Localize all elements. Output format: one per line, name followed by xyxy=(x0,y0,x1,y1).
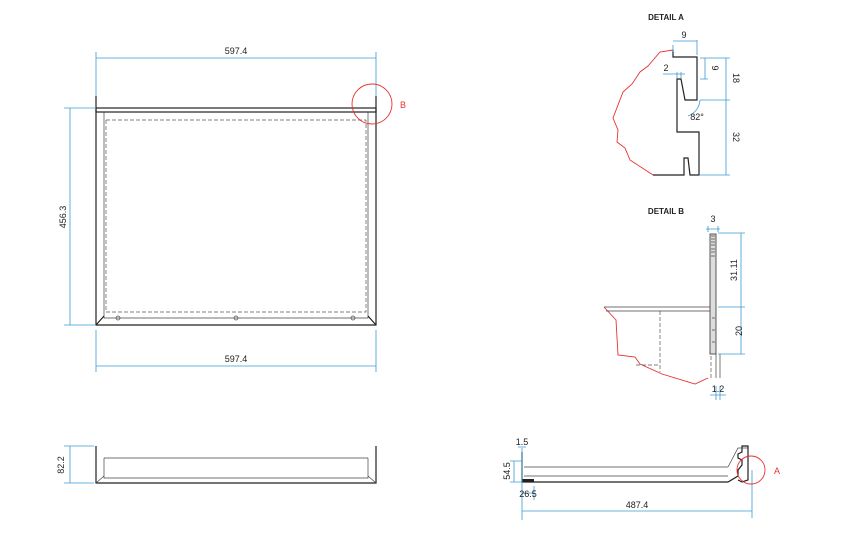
detail-b-callout-circle xyxy=(351,83,393,125)
detail-a: DETAIL A 9 2 9 18 82° 32 xyxy=(612,13,741,176)
detail-a-dim-2: 2 xyxy=(663,63,668,73)
detail-a-callout-circle xyxy=(736,455,766,485)
front-width-bottom-label: 597.4 xyxy=(225,354,248,364)
bottom-view: 82.2 xyxy=(56,445,377,484)
bottom-height-label: 82.2 xyxy=(56,456,66,474)
side-flange-label: 1.5 xyxy=(516,437,529,447)
detail-a-dim-angle: 82° xyxy=(690,112,704,122)
detail-b-title: DETAIL B xyxy=(648,207,684,216)
front-view: 597.4 597.4 456.3 B xyxy=(58,46,406,372)
side-lip-label: 26.5 xyxy=(519,489,537,499)
detail-b-dim-31: 31.11 xyxy=(729,259,739,281)
front-height-label: 456.3 xyxy=(58,206,68,229)
detail-b-callout-label: B xyxy=(400,100,406,110)
detail-b-dim-3: 3 xyxy=(710,214,715,224)
front-width-top-label: 597.4 xyxy=(225,46,248,56)
detail-a-dim-9-width: 9 xyxy=(681,30,686,40)
detail-a-dim-32: 32 xyxy=(731,132,741,142)
side-depth-label: 487.4 xyxy=(626,500,649,510)
detail-b-dim-1-2: 1.2 xyxy=(712,384,725,394)
detail-a-dim-18: 18 xyxy=(731,73,741,83)
detail-a-title: DETAIL A xyxy=(648,13,684,22)
side-height-label: 54.5 xyxy=(502,462,512,480)
detail-a-dim-9-height: 9 xyxy=(710,65,720,70)
detail-b-dim-20: 20 xyxy=(734,326,744,336)
detail-a-callout-label: A xyxy=(774,466,780,476)
detail-b: DETAIL B 3 31.11 20 1.2 xyxy=(603,207,745,400)
side-view: 1.5 54.5 26.5 487.4 A xyxy=(502,437,780,520)
